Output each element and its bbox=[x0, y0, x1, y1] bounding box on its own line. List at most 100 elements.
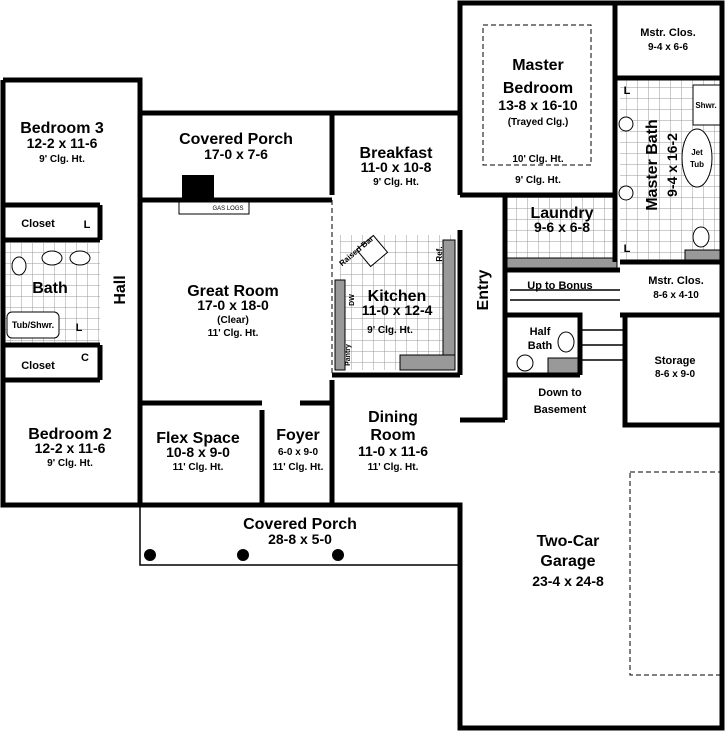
laundry-tile bbox=[507, 197, 617, 267]
sink-icon bbox=[41, 250, 63, 266]
svg-text:Garage: Garage bbox=[540, 553, 595, 570]
svg-text:12-2 x 11-6: 12-2 x 11-6 bbox=[35, 440, 106, 456]
room-laundry: Laundry 9-6 x 6-8 bbox=[530, 205, 593, 235]
entry-label: Entry bbox=[475, 269, 492, 310]
tub-label: Tub/Shwr. bbox=[12, 320, 54, 330]
svg-text:Breakfast: Breakfast bbox=[360, 145, 434, 162]
svg-text:6-0 x 9-0: 6-0 x 9-0 bbox=[278, 447, 318, 458]
svg-text:Shwr.: Shwr. bbox=[695, 101, 716, 110]
svg-text:12-2 x 11-6: 12-2 x 11-6 bbox=[27, 135, 98, 151]
room-master-bedroom: Master Bedroom 13-8 x 16-10 (Trayed Clg.… bbox=[498, 57, 578, 186]
room-bedroom-3: Bedroom 3 12-2 x 11-6 9' Clg. Ht. bbox=[20, 120, 104, 165]
svg-text:Mstr. Clos.: Mstr. Clos. bbox=[648, 275, 704, 287]
svg-text:Pantry: Pantry bbox=[345, 344, 352, 366]
svg-text:9' Clg. Ht.: 9' Clg. Ht. bbox=[367, 325, 413, 336]
toilet-icon bbox=[692, 226, 710, 248]
svg-text:17-0 x 7-6: 17-0 x 7-6 bbox=[204, 146, 268, 162]
kitchen-counter-right bbox=[442, 239, 456, 371]
svg-text:9' Clg. Ht.: 9' Clg. Ht. bbox=[515, 175, 561, 186]
svg-text:11' Clg. Ht.: 11' Clg. Ht. bbox=[368, 462, 419, 473]
tray-ceiling-outline bbox=[482, 24, 592, 166]
svg-text:Bedroom 3: Bedroom 3 bbox=[20, 120, 104, 137]
stair-treads bbox=[510, 289, 625, 361]
sink-icon bbox=[69, 250, 91, 266]
svg-text:8-6 x 4-10: 8-6 x 4-10 bbox=[653, 290, 699, 301]
svg-text:11-0 x 11-6: 11-0 x 11-6 bbox=[358, 443, 428, 459]
svg-text:Covered Porch: Covered Porch bbox=[179, 131, 293, 148]
room-master-bath: Master Bath 9-4 x 16-2 Shwr. Jet Tub L L bbox=[624, 85, 717, 255]
toilet-icon bbox=[11, 256, 27, 276]
svg-text:Jet: Jet bbox=[691, 148, 703, 157]
svg-text:Mstr. Clos.: Mstr. Clos. bbox=[640, 27, 696, 39]
svg-text:Kitchen: Kitchen bbox=[368, 288, 427, 305]
svg-text:Bath: Bath bbox=[528, 340, 553, 352]
room-master-closet-1: Mstr. Clos. 9-4 x 6-6 bbox=[640, 27, 696, 53]
svg-text:10-8 x 9-0: 10-8 x 9-0 bbox=[166, 444, 230, 460]
bath-label: Bath bbox=[32, 280, 68, 297]
svg-text:9' Clg. Ht.: 9' Clg. Ht. bbox=[39, 154, 85, 165]
svg-text:Great Room: Great Room bbox=[187, 283, 279, 300]
svg-text:17-0 x 18-0: 17-0 x 18-0 bbox=[197, 297, 269, 313]
svg-text:9-4 x 16-2: 9-4 x 16-2 bbox=[664, 133, 680, 197]
room-breakfast: Breakfast 11-0 x 10-8 9' Clg. Ht. bbox=[360, 145, 434, 188]
svg-text:DW: DW bbox=[349, 294, 356, 306]
svg-text:13-8 x 16-10: 13-8 x 16-10 bbox=[498, 97, 578, 113]
svg-text:L: L bbox=[624, 243, 631, 255]
room-dining: Dining Room 11-0 x 11-6 11' Clg. Ht. bbox=[358, 409, 428, 473]
svg-text:Master: Master bbox=[512, 57, 564, 74]
garage-storage-outline bbox=[629, 471, 723, 676]
svg-text:Master Bath: Master Bath bbox=[644, 119, 661, 211]
svg-text:Covered Porch: Covered Porch bbox=[243, 516, 357, 533]
porch-column bbox=[237, 549, 249, 561]
svg-text:(Trayed Clg.): (Trayed Clg.) bbox=[508, 117, 569, 128]
svg-text:23-4 x 24-8: 23-4 x 24-8 bbox=[532, 573, 604, 589]
sink-icon bbox=[516, 354, 534, 372]
svg-text:11' Clg. Ht.: 11' Clg. Ht. bbox=[173, 462, 224, 473]
half-bath-counter bbox=[547, 357, 579, 374]
tub-icon bbox=[6, 311, 60, 339]
svg-text:Bedroom: Bedroom bbox=[503, 80, 573, 97]
porch-column bbox=[144, 549, 156, 561]
hall-label: Hall bbox=[112, 275, 129, 304]
kitchen-tile bbox=[340, 235, 455, 370]
porch-column bbox=[332, 549, 344, 561]
closet-label: Closet bbox=[21, 218, 55, 230]
svg-text:L: L bbox=[624, 85, 631, 97]
svg-text:Laundry: Laundry bbox=[530, 205, 593, 222]
stairs: Up to Bonus Down to Basement bbox=[527, 280, 592, 416]
linen-label: L bbox=[76, 322, 83, 334]
laundry-counter bbox=[506, 257, 618, 269]
svg-text:9' Clg. Ht.: 9' Clg. Ht. bbox=[47, 458, 93, 469]
room-master-closet-2: Mstr. Clos. 8-6 x 4-10 bbox=[648, 275, 704, 301]
svg-text:Foyer: Foyer bbox=[276, 427, 320, 444]
room-storage: Storage 8-6 x 9-0 bbox=[655, 355, 696, 380]
svg-text:11-0 x 12-4: 11-0 x 12-4 bbox=[362, 302, 433, 318]
svg-text:Up to Bonus: Up to Bonus bbox=[527, 280, 592, 292]
svg-text:10' Clg. Ht.: 10' Clg. Ht. bbox=[512, 154, 563, 165]
kitchen-counter-left bbox=[334, 279, 346, 371]
svg-text:11' Clg. Ht.: 11' Clg. Ht. bbox=[273, 462, 324, 473]
svg-text:Tub: Tub bbox=[690, 160, 704, 169]
room-bedroom-2: Bedroom 2 12-2 x 11-6 9' Clg. Ht. bbox=[28, 426, 112, 469]
gas-logs-label: GAS LOGS bbox=[212, 206, 243, 212]
svg-text:11' Clg. Ht.: 11' Clg. Ht. bbox=[208, 328, 259, 339]
toilet-icon bbox=[557, 331, 575, 353]
svg-text:Ref.: Ref. bbox=[435, 246, 444, 261]
room-great-room: Great Room 17-0 x 18-0 (Clear) 11' Clg. … bbox=[187, 283, 279, 339]
svg-text:Flex Space: Flex Space bbox=[156, 430, 240, 447]
kitchen-counter-bottom bbox=[399, 354, 456, 371]
svg-text:Dining: Dining bbox=[368, 409, 418, 426]
svg-text:Bedroom 2: Bedroom 2 bbox=[28, 426, 112, 443]
svg-text:9' Clg. Ht.: 9' Clg. Ht. bbox=[373, 177, 419, 188]
room-covered-porch-rear: Covered Porch 17-0 x 7-6 bbox=[179, 131, 293, 162]
svg-text:Storage: Storage bbox=[655, 355, 696, 367]
svg-text:Down to: Down to bbox=[538, 387, 582, 399]
room-covered-porch-front: Covered Porch 28-8 x 5-0 bbox=[243, 516, 357, 547]
svg-text:Room: Room bbox=[370, 427, 415, 444]
svg-text:Two-Car: Two-Car bbox=[537, 533, 600, 550]
coat-closet-label: C bbox=[81, 352, 89, 364]
sink-icon bbox=[618, 185, 634, 201]
svg-text:Half: Half bbox=[530, 326, 551, 338]
jet-tub-icon bbox=[681, 128, 713, 188]
